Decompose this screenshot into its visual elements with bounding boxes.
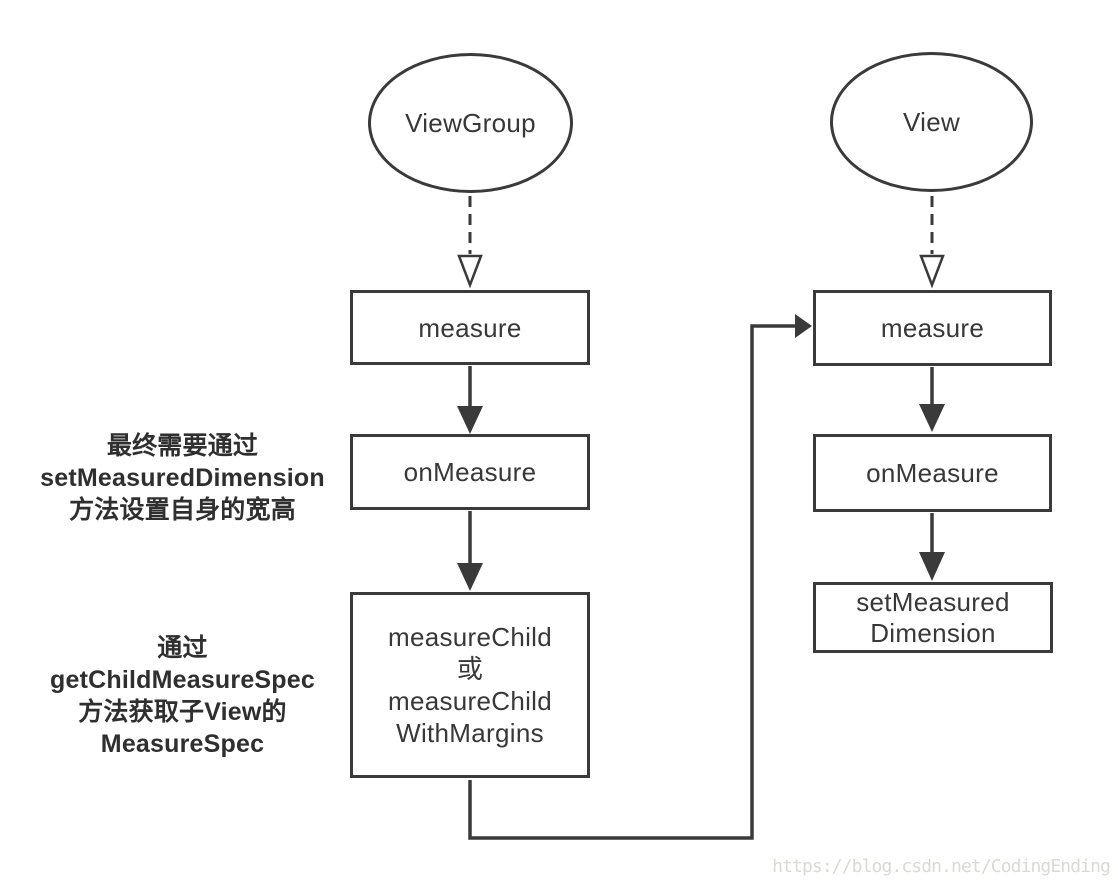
onmeasure-annotation-line-3: 方法设置自身的宽高 bbox=[69, 496, 296, 524]
measure-to-onmeasure-arrow-right bbox=[919, 367, 945, 432]
viewgroup-label: ViewGroup bbox=[405, 108, 536, 138]
csdn-watermark: https://blog.csdn.net/CodingEnding bbox=[772, 856, 1111, 877]
viewgroup-measure-box: measure bbox=[350, 290, 590, 365]
viewgroup-to-measure-dashed-arrow bbox=[457, 196, 483, 289]
measurechild-line-3: measureChild bbox=[387, 686, 552, 716]
measurechild-annotation: 通过 getChildMeasureSpec 方法获取子View的 Measur… bbox=[10, 632, 355, 760]
measurechild-line-2: 或 bbox=[456, 654, 484, 684]
measure-to-onmeasure-arrow-left bbox=[457, 366, 483, 434]
setmeasureddimension-line-2: Dimension bbox=[870, 617, 996, 648]
measurechild-annotation-line-4: MeasureSpec bbox=[100, 730, 265, 758]
view-measure-box: measure bbox=[813, 290, 1052, 366]
measurechild-line-4: WithMargins bbox=[396, 718, 544, 748]
onmeasure-annotation: 最终需要通过 setMeasuredDimension 方法设置自身的宽高 bbox=[10, 430, 355, 526]
view-onmeasure-box: onMeasure bbox=[813, 434, 1052, 512]
viewgroup-onmeasure-box: onMeasure bbox=[350, 434, 590, 510]
viewgroup-measure-label: measure bbox=[418, 312, 522, 343]
onmeasure-to-setmeasureddimension-arrow bbox=[919, 513, 945, 581]
measurechild-line-1: measureChild bbox=[387, 622, 552, 652]
view-ellipse: View bbox=[830, 52, 1033, 192]
measurechild-to-view-measure-connector bbox=[468, 314, 812, 840]
viewgroup-ellipse: ViewGroup bbox=[368, 53, 573, 193]
measurechild-annotation-line-1: 通过 bbox=[157, 634, 208, 662]
measurechild-annotation-line-2: getChildMeasureSpec bbox=[50, 666, 315, 694]
setmeasureddimension-line-1: setMeasured bbox=[856, 586, 1010, 617]
view-onmeasure-label: onMeasure bbox=[866, 458, 999, 488]
onmeasure-annotation-line-2: setMeasuredDimension bbox=[40, 464, 325, 492]
setmeasureddimension-box: setMeasured Dimension bbox=[813, 582, 1053, 653]
onmeasure-to-measurechild-arrow bbox=[457, 511, 483, 591]
view-to-measure-dashed-arrow bbox=[919, 196, 945, 289]
view-measure-label: measure bbox=[880, 313, 985, 343]
measurechild-box: measureChild 或 measureChild WithMargins bbox=[350, 592, 590, 778]
view-label: View bbox=[902, 107, 961, 137]
measurechild-annotation-line-3: 方法获取子View的 bbox=[78, 698, 287, 726]
viewgroup-onmeasure-label: onMeasure bbox=[403, 457, 537, 487]
onmeasure-annotation-line-1: 最终需要通过 bbox=[106, 432, 259, 460]
